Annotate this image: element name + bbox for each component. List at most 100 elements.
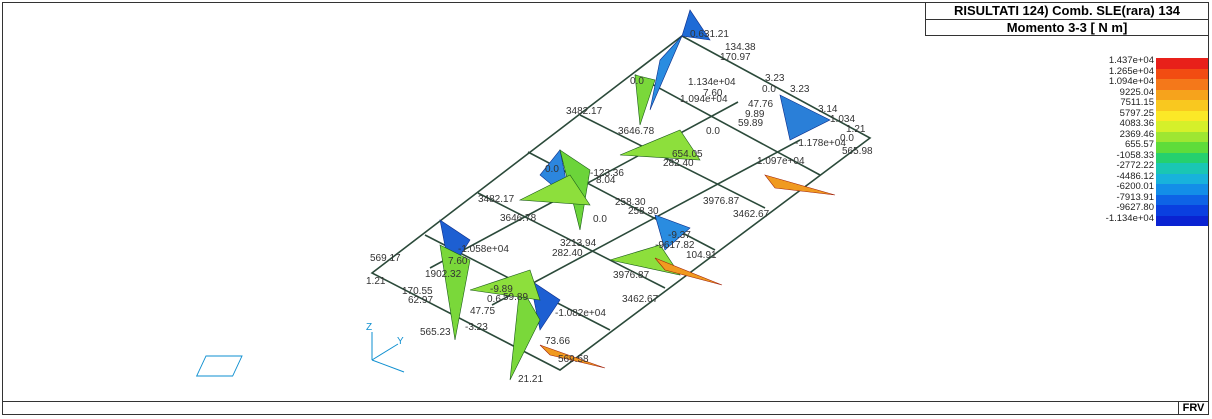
model-label: 1.21 (846, 124, 866, 135)
y-axis-label: Y (397, 336, 404, 347)
moment-green-4 (518, 174, 591, 206)
model-label: 1.034 (830, 114, 855, 125)
model-label: 1.094e+04 (680, 94, 728, 105)
model-label: 3976.87 (613, 270, 650, 281)
legend-value: 655.57 (1124, 139, 1154, 150)
status-bar-rule (2, 401, 1178, 402)
legend-swatch (1156, 58, 1208, 69)
legend-labels: 1.437e+04 1.265e+04 1.094e+04 9225.04 75… (1078, 55, 1154, 224)
moment-green-3 (619, 129, 701, 161)
result-header: RISULTATI 124) Comb. SLE(rara) 134 Momen… (925, 2, 1209, 36)
legend-value: -1.134e+04 (1105, 212, 1154, 224)
model-label: 569.17 (370, 253, 401, 264)
legend-value: 1.265e+04 (1108, 65, 1154, 77)
legend-swatches (1156, 58, 1208, 226)
model-label: 47.76 (748, 99, 773, 110)
legend-value: -1058.33 (1116, 149, 1154, 161)
model-label: 3.23 (790, 84, 810, 95)
moment-warm-3 (539, 344, 606, 369)
color-legend: 1.437e+04 1.265e+04 1.094e+04 9225.04 75… (1078, 55, 1208, 234)
legend-swatch (1156, 194, 1208, 205)
model-label: -9.89 (490, 284, 513, 295)
x-axis-line (371, 359, 405, 373)
beam-5 (634, 74, 821, 176)
model-label: 654.05 (672, 149, 703, 160)
model-label: -9617.82 (655, 240, 695, 251)
legend-swatch (1156, 121, 1208, 132)
legend-swatch (1156, 79, 1208, 90)
legend-value: -9627.80 (1116, 202, 1154, 213)
model-label: -123.36 (590, 168, 624, 179)
model-label: 170.55 (402, 286, 433, 297)
model-label: 0.0 (593, 214, 607, 225)
model-label: 0.0 (545, 164, 559, 175)
legend-swatch (1156, 205, 1208, 216)
model-label: 0.0 (706, 126, 720, 137)
legend-swatch (1156, 89, 1208, 100)
model-label: 59.89 (738, 118, 763, 129)
model-label: 21.21 (518, 374, 543, 385)
model-label: 47.75 (470, 306, 495, 317)
model-label: 569.58 (558, 354, 589, 365)
moment-green-8 (469, 269, 541, 301)
model-label: 282.40 (663, 158, 694, 169)
model-label: 0.0 (762, 84, 776, 95)
legend-swatch (1156, 184, 1208, 195)
legend-value: 1.094e+04 (1108, 76, 1154, 87)
legend-swatch (1156, 152, 1208, 163)
model-label: 0.0 (840, 133, 854, 144)
model-label: 3976.87 (703, 196, 740, 207)
result-title: RISULTATI 124) Comb. SLE(rara) 134 (926, 3, 1208, 20)
model-label: 1.134e+04 (688, 77, 736, 88)
moment-blue-6 (654, 214, 691, 251)
model-label: 3.14 (818, 104, 838, 115)
beam-2 (477, 192, 666, 289)
legend-value: 1.437e+04 (1108, 55, 1154, 66)
model-label: 1902.32 (425, 269, 462, 280)
legend-value: 4083.36 (1119, 118, 1154, 129)
legend-value: -2772.22 (1116, 160, 1154, 171)
result-subtitle: Momento 3-3 [ N m] (1006, 20, 1128, 35)
moment-blue-3 (779, 94, 831, 141)
moment-green-1 (634, 74, 656, 126)
moment-blue-1 (681, 9, 711, 41)
legend-value: -6200.01 (1116, 181, 1154, 192)
legend-value: 5797.25 (1119, 107, 1154, 119)
model-label: 3482.17 (478, 194, 515, 205)
legend-swatch (1156, 68, 1208, 79)
model-label: 8.04 (596, 175, 616, 186)
model-label: 565.98 (842, 146, 873, 157)
model-label: 0.0 (630, 76, 644, 87)
legend-swatch (1156, 110, 1208, 121)
legend-value: -4486.12 (1116, 170, 1154, 182)
model-labels: 0.631.21 134.38 170.97 0.0 1.134e+04 0.0… (366, 29, 873, 385)
model-label: -1.058e+04 (458, 244, 509, 255)
beam-4 (579, 114, 766, 209)
model-label: 104.91 (686, 250, 717, 261)
model-label: 3.23 (765, 73, 785, 84)
slab-outline (370, 35, 872, 371)
model-label: -1.082e+04 (555, 308, 606, 319)
model-label: 3213.94 (560, 238, 597, 249)
model-label: 170.97 (720, 52, 751, 63)
legend-swatch (1156, 100, 1208, 111)
model-label: 3462.67 (733, 209, 770, 220)
y-axis-line (371, 343, 399, 361)
model-label: -1.178e+04 (795, 138, 846, 149)
frv-status[interactable]: FRV (1178, 401, 1209, 415)
z-axis-label: Z (366, 322, 372, 333)
model-label: 0.631.21 (690, 29, 729, 40)
model-label: 565.23 (420, 327, 451, 338)
legend-swatch (1156, 131, 1208, 142)
legend-swatch (1156, 142, 1208, 153)
moment-diagrams (439, 9, 836, 381)
legend-swatch (1156, 173, 1208, 184)
legend-swatch (1156, 215, 1208, 226)
moment-warm-1 (764, 174, 836, 196)
model-label: 0.6 (487, 294, 501, 305)
model-label: 134.38 (725, 42, 756, 53)
model-label: 62.97 (408, 295, 433, 306)
model-label: 3482.17 (566, 106, 603, 117)
